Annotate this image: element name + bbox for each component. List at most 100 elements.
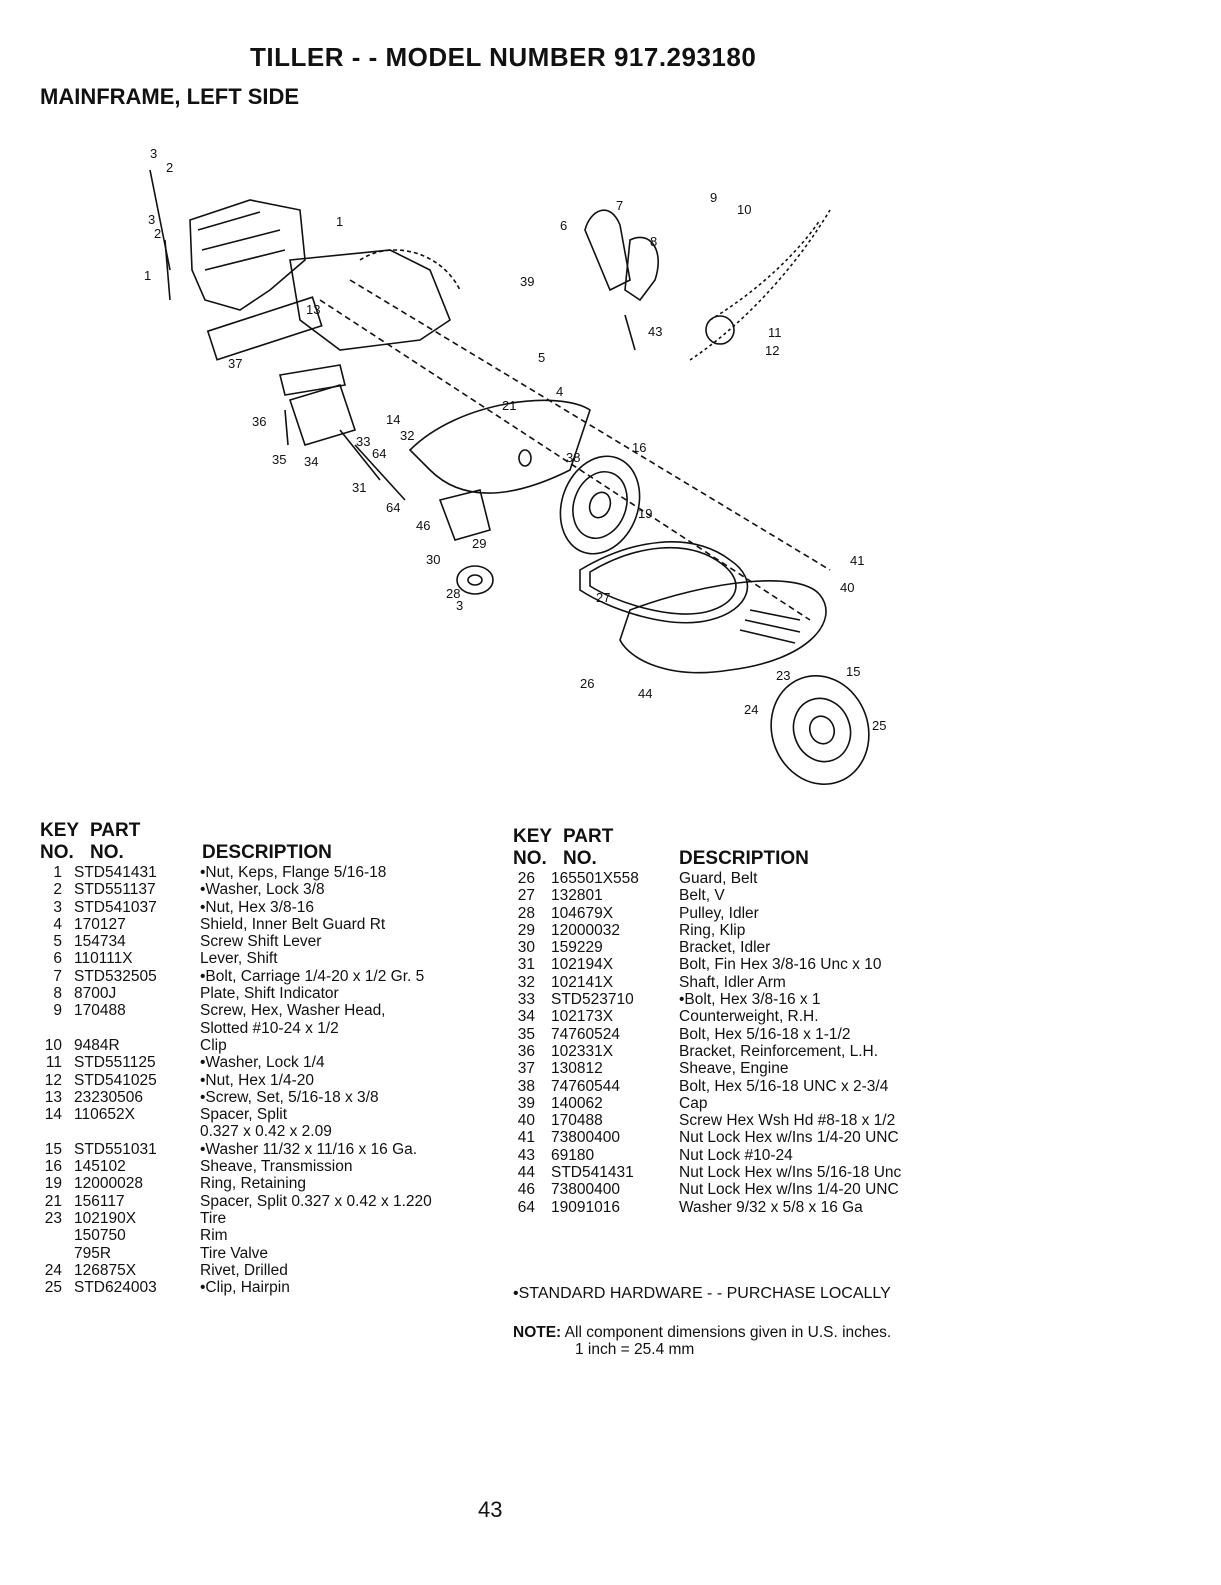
part-no-header: PART (90, 820, 141, 841)
key-no-cell: 43 (517, 1146, 535, 1164)
callout-label: 15 (846, 664, 860, 679)
key-no-cell: 27 (517, 887, 535, 905)
description-cell: Spacer, Split (200, 1106, 288, 1124)
key-no-cell: 40 (517, 1112, 535, 1130)
callout-label: 31 (352, 480, 366, 495)
key-no-cell: 15 (44, 1140, 62, 1158)
key-no-cell: 28 (517, 904, 535, 922)
key-no-cell: 38 (517, 1077, 535, 1095)
description-cell: Bracket, Reinforcement, L.H. (679, 1042, 878, 1060)
key-no-cell: 6 (53, 950, 62, 968)
parts-row: 38 74760544 Bolt, Hex 5/16-18 UNC x 2-3/4 (513, 1078, 983, 1095)
part-no-cell: STD541431 (74, 864, 157, 881)
page-title: TILLER - - MODEL NUMBER 917.293180 (250, 42, 757, 72)
part-no-header: PART (563, 826, 614, 847)
part-no-cell: 154734 (74, 933, 126, 951)
description-cell: Tire Valve (200, 1244, 269, 1262)
description-cell: •Screw, Set, 5/16-18 x 3/8 (200, 1088, 379, 1106)
description-cell: Shield, Inner Belt Guard Rt (200, 915, 386, 933)
description-cell: Spacer, Split 0.327 x 0.42 x 1.220 (200, 1192, 432, 1210)
description-cell: 0.327 x 0.42 x 2.09 (200, 1123, 332, 1141)
description-cell: Clip (200, 1036, 227, 1054)
description-cell: Counterweight, R.H. (679, 1008, 819, 1026)
key-no-cell: 7 (53, 967, 62, 985)
callout-label: 64 (386, 500, 400, 515)
part-no-cell: 140062 (551, 1094, 603, 1112)
description-cell: Sheave, Engine (679, 1060, 789, 1078)
description-cell: •Bolt, Hex 3/8-16 x 1 (679, 991, 821, 1009)
part-no-cell: 23230506 (74, 1088, 143, 1106)
callout-label: 64 (372, 446, 386, 461)
callout-label: 6 (560, 218, 567, 233)
callout-label: 11 (768, 325, 782, 340)
description-cell: •Nut, Keps, Flange 5/16-18 (200, 864, 387, 881)
part-no-cell: 8700J (74, 985, 117, 1003)
part-no-cell: STD551031 (74, 1140, 157, 1158)
key-no-header-line2: NO. (513, 848, 547, 869)
part-no-cell: STD532505 (74, 967, 157, 985)
description-cell: Shaft, Idler Arm (679, 973, 786, 991)
part-no-cell: 110652X (74, 1106, 135, 1124)
part-no-cell: 795R (74, 1244, 112, 1262)
key-no-cell: 30 (517, 939, 535, 957)
callout-label: 34 (304, 454, 318, 469)
part-no-cell: 126875X (74, 1261, 137, 1279)
description-cell: Pulley, Idler (679, 904, 759, 922)
description-cell: •Clip, Hairpin (200, 1279, 290, 1297)
callout-label: 7 (616, 198, 623, 213)
callout-label: 23 (776, 668, 790, 683)
part-no-cell: STD541431 (551, 1164, 634, 1182)
description-cell: Rivet, Drilled (200, 1261, 288, 1279)
parts-row: Slotted #10-24 x 1/2 (40, 1020, 500, 1037)
key-no-cell: 36 (517, 1042, 535, 1060)
description-cell: Nut Lock Hex w/Ins 5/16-18 Unc (679, 1164, 902, 1182)
part-no-cell: 165501X558 (551, 870, 639, 887)
part-no-cell: 104679X (551, 904, 614, 922)
callout-label: 33 (356, 434, 370, 449)
part-no-cell: 170488 (551, 1112, 603, 1130)
callout-label: 2 (166, 160, 173, 175)
key-no-cell: 2 (53, 881, 62, 899)
description-cell: Bolt, Hex 5/16-18 UNC x 2-3/4 (679, 1077, 889, 1095)
key-no-cell: 5 (53, 933, 62, 951)
part-no-header-line2: NO. (563, 848, 597, 869)
key-no-cell: 37 (517, 1060, 535, 1078)
key-no-cell: 3 (53, 898, 62, 916)
key-no-cell: 14 (44, 1106, 62, 1124)
part-no-cell: 74760544 (551, 1077, 620, 1095)
callout-label: 26 (580, 676, 594, 691)
description-cell: Ring, Klip (679, 921, 746, 939)
part-no-cell: STD541025 (74, 1071, 157, 1089)
key-no-cell: 41 (517, 1129, 535, 1147)
description-cell: Ring, Retaining (200, 1175, 306, 1193)
description-cell: Washer 9/32 x 5/8 x 16 Ga (679, 1198, 863, 1216)
description-cell: Screw Hex Wsh Hd #8-18 x 1/2 (679, 1112, 896, 1130)
key-no-header: KEY (40, 820, 80, 841)
key-no-cell: 16 (44, 1158, 62, 1176)
callout-label: 14 (386, 412, 400, 427)
callout-label: 30 (426, 552, 440, 567)
key-no-cell: 33 (517, 991, 535, 1009)
part-no-cell: 150750 (74, 1227, 126, 1245)
